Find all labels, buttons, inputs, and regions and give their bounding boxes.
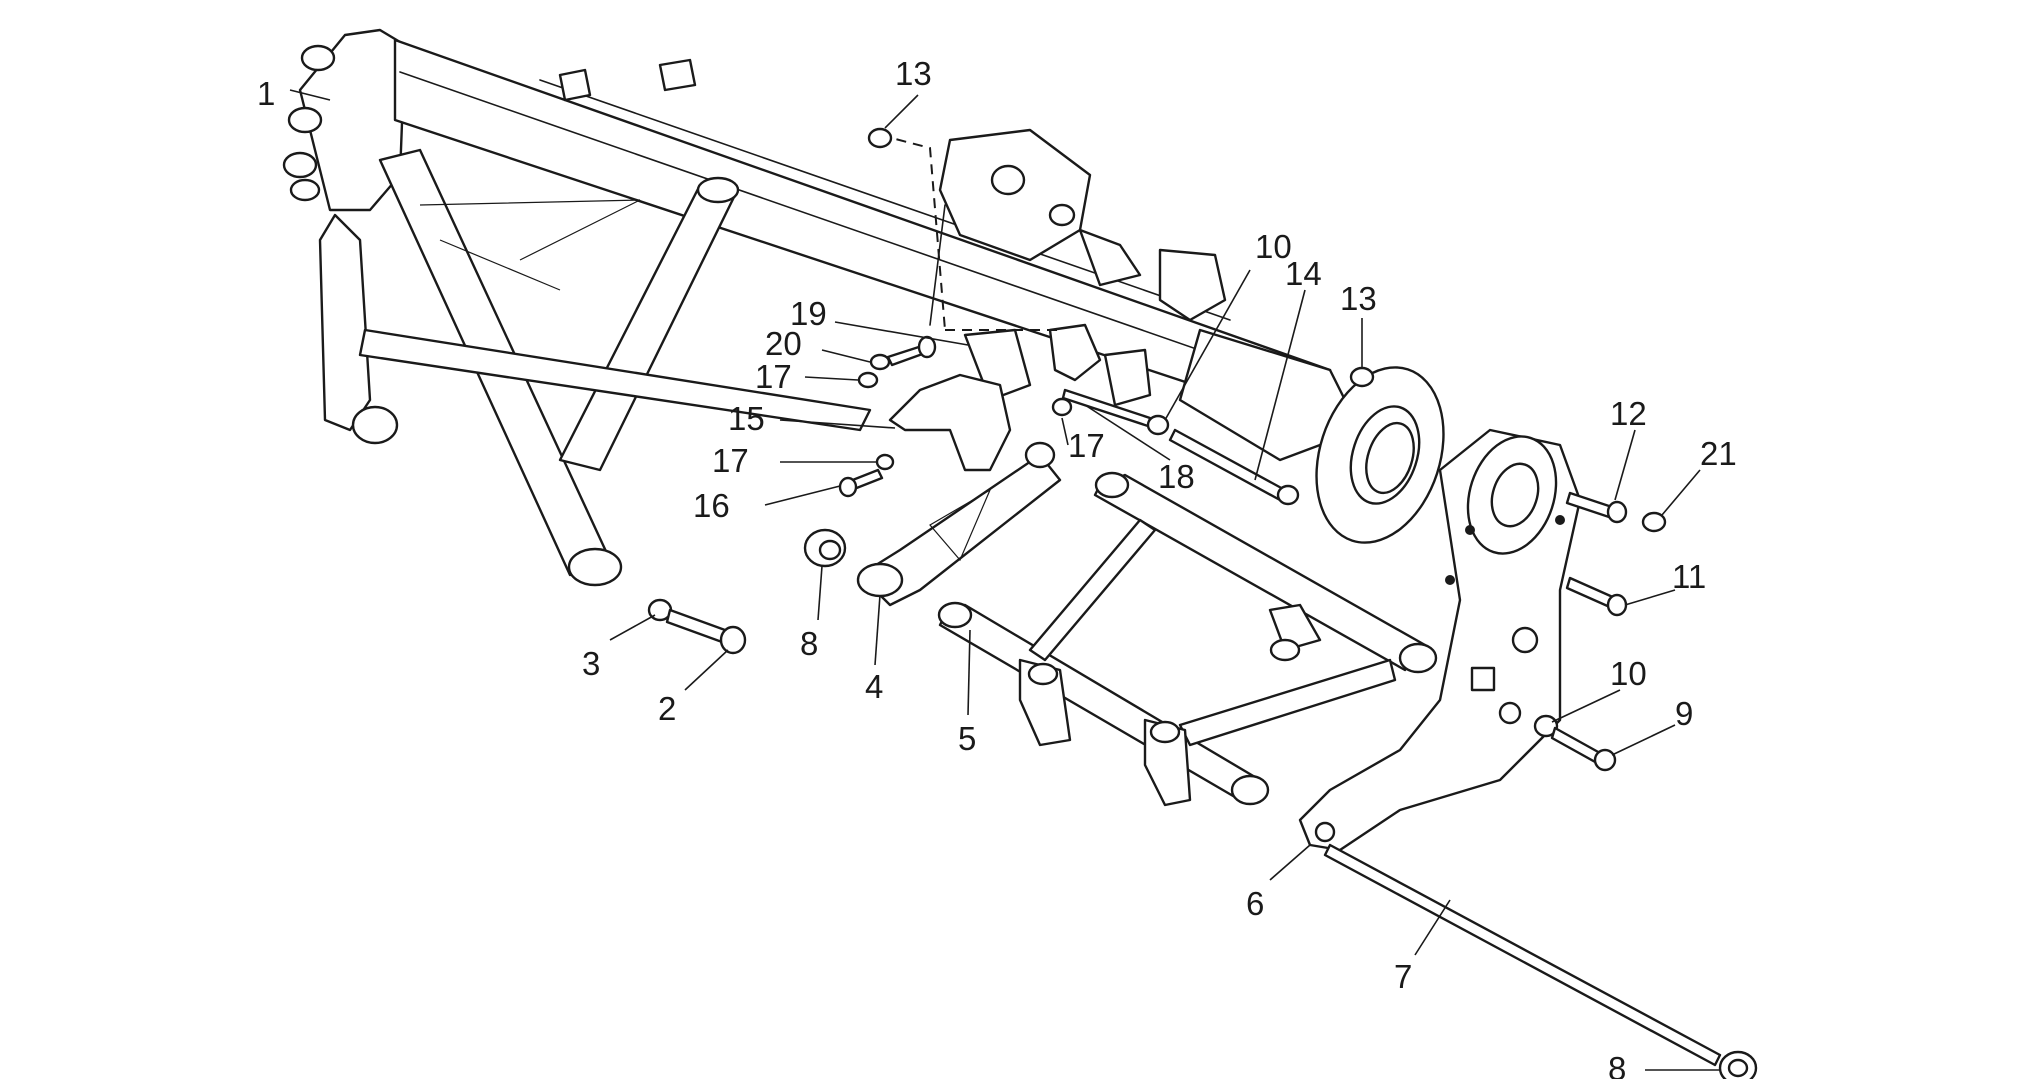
callout-6: 6 [1246, 885, 1264, 922]
callout-9: 9 [1675, 695, 1693, 732]
callout-21: 21 [1700, 435, 1737, 472]
callout-18: 18 [1158, 458, 1195, 495]
bearing-ring-plate [1315, 366, 1445, 544]
callout-10b: 10 [1610, 655, 1647, 692]
callout-8b: 8 [1608, 1050, 1626, 1079]
callout-19: 19 [790, 295, 827, 332]
callout-5: 5 [958, 720, 976, 757]
callout-17a: 17 [755, 358, 792, 395]
callout-10a: 10 [1255, 228, 1292, 265]
callout-11: 11 [1672, 558, 1706, 595]
lower-crossmember [856, 453, 1438, 807]
callout-14: 14 [1285, 255, 1322, 292]
callout-4: 4 [865, 668, 883, 705]
callout-17c: 17 [1068, 427, 1105, 464]
callout-8a: 8 [800, 625, 818, 662]
callout-13a: 13 [895, 55, 932, 92]
callout-17b: 17 [712, 442, 749, 479]
callout-16: 16 [693, 487, 730, 524]
leader-lines [289, 89, 1720, 1071]
fasteners [647, 127, 1758, 1079]
swingarm-side-plate [1298, 428, 1582, 852]
callout-3: 3 [582, 645, 600, 682]
callout-12: 12 [1610, 395, 1647, 432]
callout-1: 1 [257, 75, 275, 112]
callout-7: 7 [1394, 958, 1412, 995]
callout-15: 15 [728, 400, 765, 437]
callout-13b: 13 [1340, 280, 1377, 317]
sensor-bracket [879, 134, 1152, 472]
callout-2: 2 [658, 690, 676, 727]
main-frame [282, 28, 1362, 587]
callout-labels: 1 2 3 4 5 6 7 8 8 9 10 10 11 12 13 13 14… [257, 55, 1737, 1079]
callout-20: 20 [765, 325, 802, 362]
